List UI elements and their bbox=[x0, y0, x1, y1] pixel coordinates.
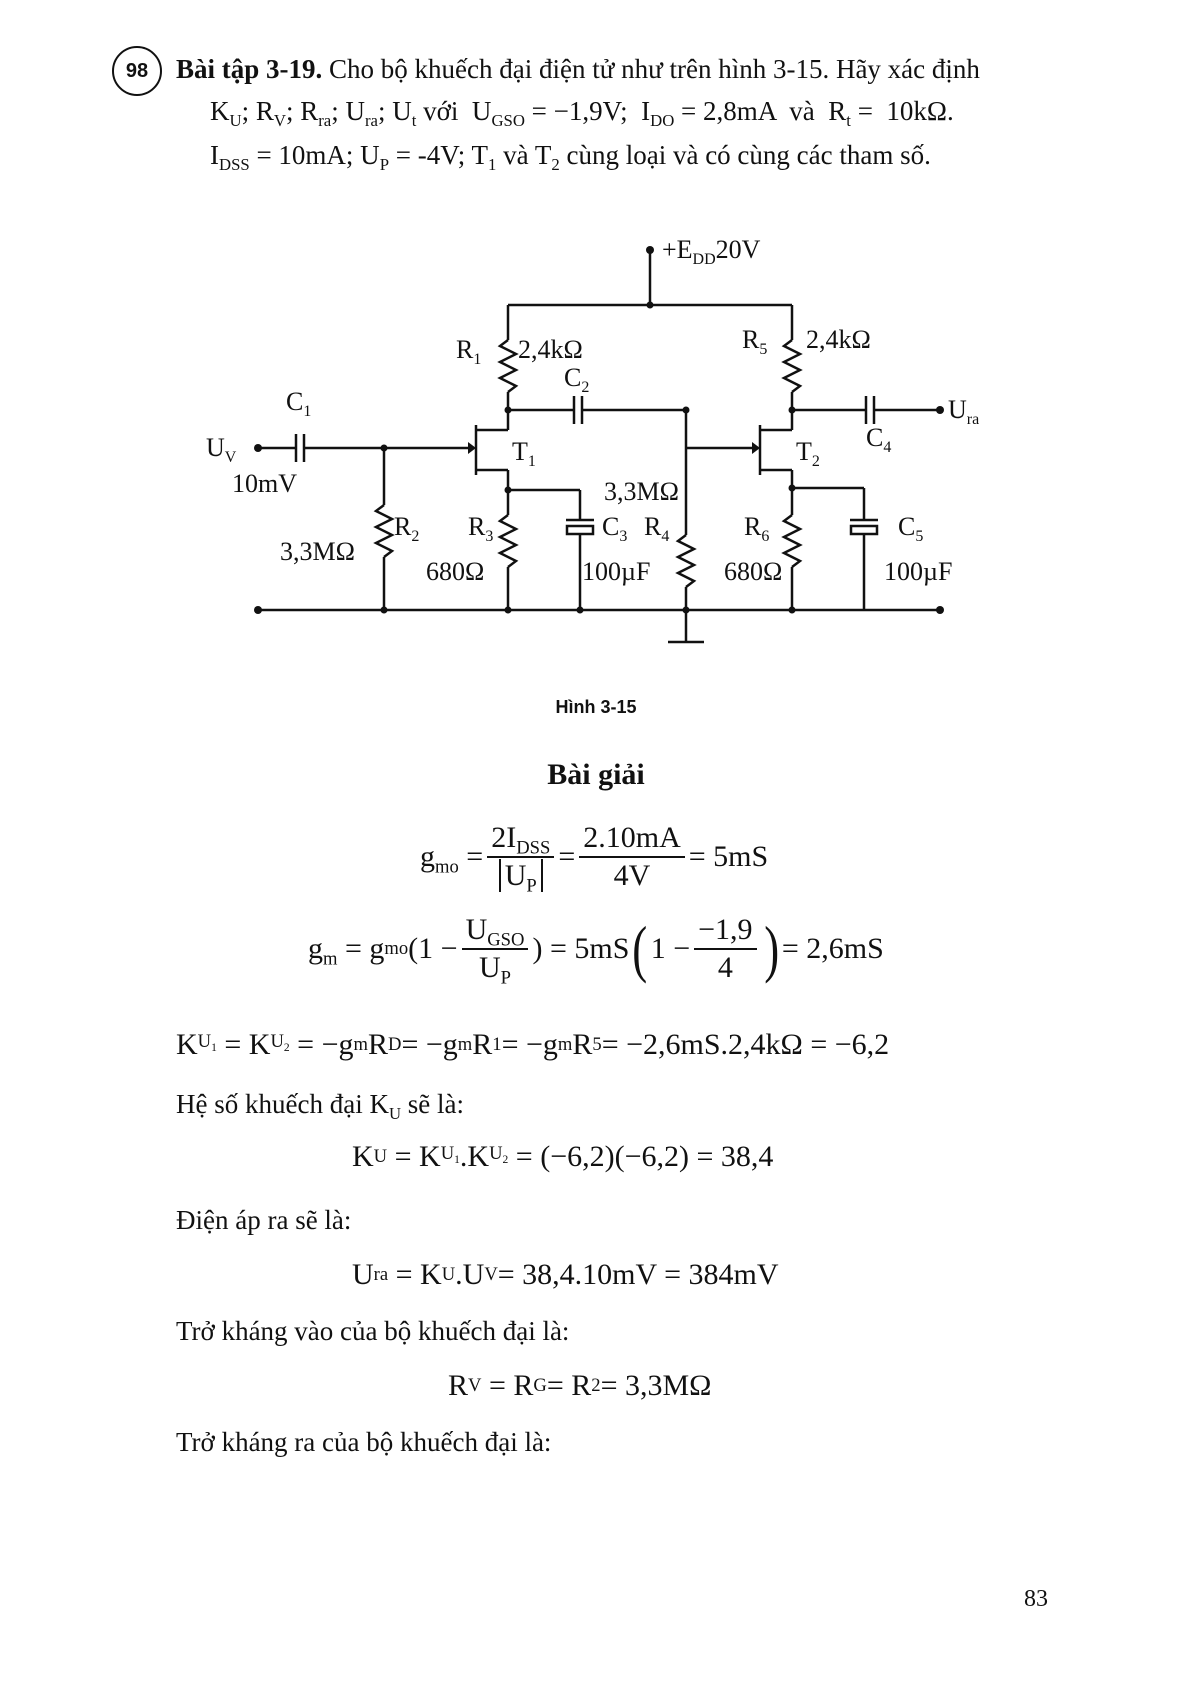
problem-line-1: Bài tập 3-19. Cho bộ khuếch đại điện tử … bbox=[176, 52, 980, 86]
r1-label: R1 bbox=[456, 335, 481, 368]
r4-label: R4 bbox=[644, 512, 669, 545]
r3-value: 680Ω bbox=[426, 557, 484, 586]
paragraph-rv: Trở kháng vào của bộ khuếch đại là: bbox=[176, 1316, 570, 1346]
problem-line-3: IDSS = 10mA; UP = -4V; T1 và T2 cùng loạ… bbox=[210, 140, 931, 174]
problem-intro: Cho bộ khuếch đại điện tử như trên hình … bbox=[329, 54, 980, 84]
page-number: 83 bbox=[1024, 1586, 1048, 1612]
paragraph-ku: Hệ số khuếch đại KU sẽ là: bbox=[176, 1089, 465, 1123]
input-label: UV bbox=[206, 433, 237, 466]
problem-number-badge: 98 bbox=[112, 46, 162, 96]
c2-label: C2 bbox=[564, 363, 589, 396]
c4-label: C4 bbox=[866, 423, 891, 456]
r2-value: 3,3MΩ bbox=[280, 537, 355, 566]
r1-value: 2,4kΩ bbox=[518, 335, 583, 364]
t1-label: T1 bbox=[512, 437, 536, 470]
c1-label: C1 bbox=[286, 387, 311, 420]
paragraph-ura: Điện áp ra sẽ là: bbox=[176, 1205, 352, 1235]
problem-number: 98 bbox=[125, 59, 149, 82]
supply-label: +EDD20V bbox=[662, 235, 761, 268]
r4-value: 3,3MΩ bbox=[604, 477, 679, 506]
c3-label: C3 bbox=[602, 512, 627, 545]
c5-label: C5 bbox=[898, 512, 923, 545]
problem-title: Bài tập 3-19. bbox=[176, 54, 323, 84]
r6-value: 680Ω bbox=[724, 557, 782, 586]
r3-label: R3 bbox=[468, 512, 493, 545]
output-label: Ura bbox=[948, 395, 979, 428]
r5-label: R5 bbox=[742, 325, 767, 358]
paragraph-rra: Trở kháng ra của bộ khuếch đại là: bbox=[176, 1427, 552, 1457]
t2-label: T2 bbox=[796, 437, 820, 470]
r2-label: R2 bbox=[394, 512, 419, 545]
circuit-diagram: +EDD20V R1 2,4kΩ R5 2,4kΩ C2 C1 UV 10mV … bbox=[206, 235, 979, 644]
input-value: 10mV bbox=[232, 469, 297, 498]
problem-line-2: KU; RV; Rra; Ura; Ut với UGSO = −1,9V; I… bbox=[210, 96, 954, 130]
figure-caption: Hình 3-15 bbox=[555, 697, 637, 717]
r5-value: 2,4kΩ bbox=[806, 325, 871, 354]
c5-value: 100µF bbox=[884, 557, 952, 586]
solution-heading: Bài giải bbox=[547, 758, 645, 791]
r6-label: R6 bbox=[744, 512, 769, 545]
c3-value: 100µF bbox=[582, 557, 650, 586]
